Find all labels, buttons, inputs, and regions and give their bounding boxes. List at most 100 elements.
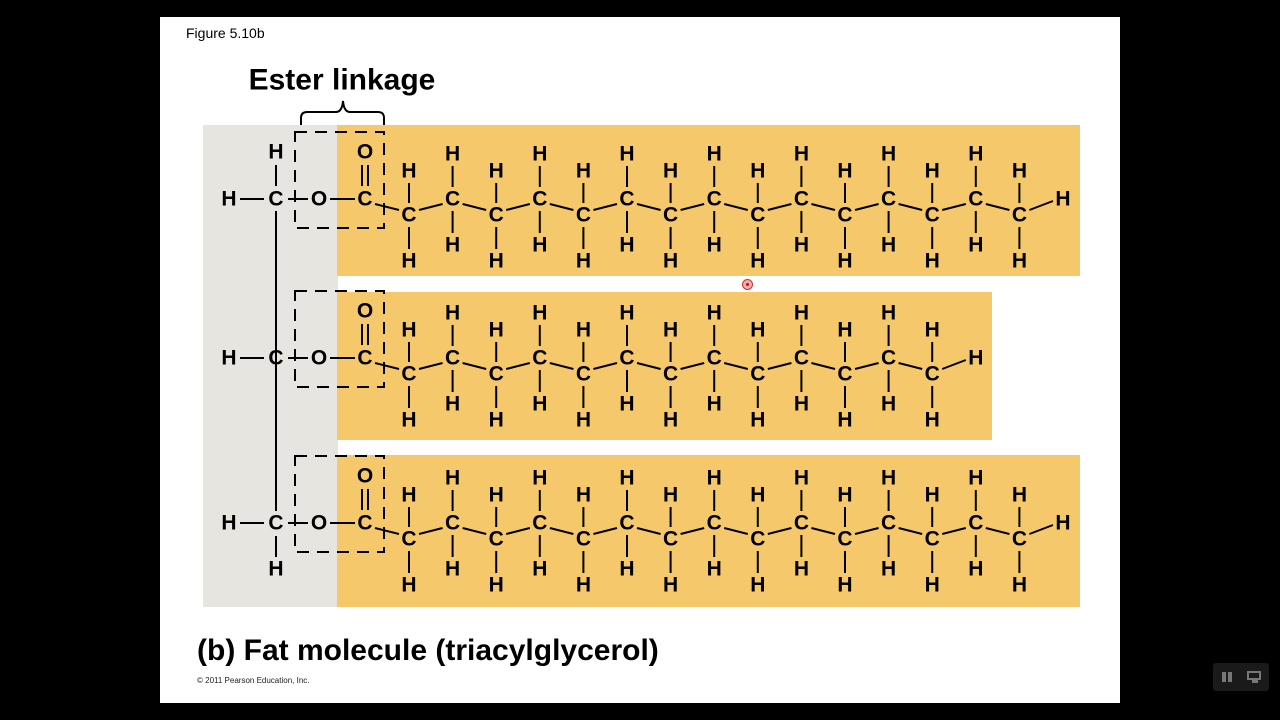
carbon-atom: C xyxy=(837,363,852,386)
fatty-acid-1-background xyxy=(337,125,1080,276)
hydrogen-atom: H xyxy=(707,234,722,257)
bond xyxy=(593,527,618,535)
hydrogen-atom: H xyxy=(968,467,983,490)
bond xyxy=(374,362,400,370)
carbon-atom: C xyxy=(445,347,460,370)
hydrogen-atom: H xyxy=(794,143,809,166)
carbon-atom: C xyxy=(401,363,416,386)
carbon-atom: C xyxy=(619,347,634,370)
carbon-atom: C xyxy=(619,512,634,535)
bond xyxy=(767,203,792,211)
bond xyxy=(854,203,879,211)
carbon-atom: C xyxy=(663,363,678,386)
bond xyxy=(374,203,400,211)
carbon-atom: C xyxy=(663,528,678,551)
hydrogen-atom: H xyxy=(619,234,634,257)
hydrogen-atom: H xyxy=(707,143,722,166)
hydrogen-atom: H xyxy=(968,234,983,257)
bond xyxy=(811,527,836,535)
hydrogen-atom: H xyxy=(968,558,983,581)
bond xyxy=(549,203,574,211)
hydrogen-atom: H xyxy=(837,250,852,273)
hydrogen-atom: H xyxy=(794,393,809,416)
hydrogen-atom: H xyxy=(837,319,852,342)
hydrogen-atom: H xyxy=(221,512,236,535)
ester-linkage-brace xyxy=(300,100,385,125)
hydrogen-atom: H xyxy=(663,250,678,273)
hydrogen-atom: H xyxy=(532,234,547,257)
hydrogen-atom: H xyxy=(489,409,504,432)
carbon-atom: C xyxy=(576,363,591,386)
oxygen-atom: O xyxy=(311,512,327,535)
bond xyxy=(811,362,836,370)
hydrogen-atom: H xyxy=(663,160,678,183)
hydrogen-atom: H xyxy=(576,319,591,342)
hydrogen-atom: H xyxy=(925,160,940,183)
bond xyxy=(636,203,661,211)
carbon-atom: C xyxy=(357,188,372,211)
hydrogen-atom: H xyxy=(445,302,460,325)
carbon-atom: C xyxy=(750,528,765,551)
bond xyxy=(854,527,879,535)
hydrogen-atom: H xyxy=(619,393,634,416)
presentation-screen-icon[interactable] xyxy=(1246,669,1264,685)
bond xyxy=(636,527,661,535)
bond xyxy=(462,203,487,211)
bond xyxy=(593,362,618,370)
copyright-notice: © 2011 Pearson Education, Inc. xyxy=(197,676,310,685)
bond xyxy=(680,527,705,535)
hydrogen-atom: H xyxy=(750,484,765,507)
hydrogen-atom: H xyxy=(532,302,547,325)
bond xyxy=(723,362,749,370)
carbon-atom: C xyxy=(357,347,372,370)
hydrogen-atom: H xyxy=(925,574,940,597)
carbon-atom: C xyxy=(881,188,896,211)
hydrogen-atom: H xyxy=(925,409,940,432)
fatty-acid-2-background xyxy=(337,292,992,440)
bond xyxy=(636,362,661,370)
bond xyxy=(723,527,749,535)
carbon-atom: C xyxy=(1012,204,1027,227)
ester-linkage-box xyxy=(294,131,385,229)
carbon-atom: C xyxy=(794,347,809,370)
hydrogen-atom: H xyxy=(576,160,591,183)
hydrogen-atom: H xyxy=(837,160,852,183)
bond xyxy=(374,527,400,535)
bond xyxy=(505,527,531,535)
carbon-atom: C xyxy=(268,512,283,535)
hydrogen-atom: H xyxy=(881,234,896,257)
hydrogen-atom: H xyxy=(401,319,416,342)
oxygen-atom: O xyxy=(357,465,373,488)
bond xyxy=(941,203,967,211)
hydrogen-atom: H xyxy=(445,234,460,257)
carbon-atom: C xyxy=(837,204,852,227)
hydrogen-atom: H xyxy=(489,484,504,507)
bond xyxy=(723,203,749,211)
oxygen-atom: O xyxy=(357,300,373,323)
hydrogen-atom: H xyxy=(707,467,722,490)
hydrogen-atom: H xyxy=(837,484,852,507)
hydrogen-atom: H xyxy=(925,250,940,273)
hydrogen-atom: H xyxy=(837,574,852,597)
carbon-atom: C xyxy=(881,512,896,535)
figure-label: Figure 5.10b xyxy=(186,25,265,41)
hydrogen-atom: H xyxy=(401,409,416,432)
carbon-atom: C xyxy=(1012,528,1027,551)
ester-linkage-box xyxy=(294,455,385,553)
hydrogen-atom: H xyxy=(837,409,852,432)
hydrogen-atom: H xyxy=(401,484,416,507)
hydrogen-atom: H xyxy=(750,319,765,342)
hydrogen-atom: H xyxy=(881,143,896,166)
carbon-atom: C xyxy=(489,528,504,551)
bond xyxy=(680,362,705,370)
hydrogen-atom: H xyxy=(1055,512,1070,535)
pause-icon[interactable] xyxy=(1218,669,1236,685)
bond xyxy=(549,362,574,370)
oxygen-atom: O xyxy=(357,141,373,164)
hydrogen-atom: H xyxy=(401,160,416,183)
carbon-atom: C xyxy=(881,347,896,370)
bond xyxy=(1029,200,1054,211)
hydrogen-atom: H xyxy=(1012,250,1027,273)
carbon-atom: C xyxy=(837,528,852,551)
